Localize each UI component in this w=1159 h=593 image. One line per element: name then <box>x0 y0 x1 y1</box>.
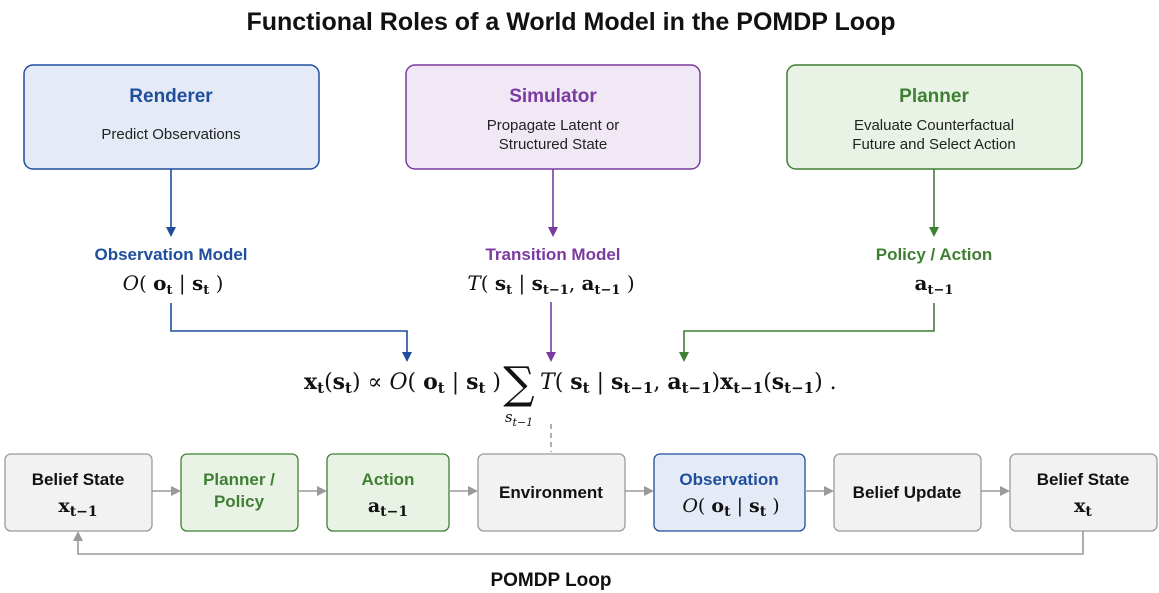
belief-update-label: Belief Update <box>853 483 962 502</box>
svg-text:st−1: st−1 <box>505 408 533 429</box>
loop-planner-policy: Planner / Policy <box>180 453 299 532</box>
planner-box: Planner Evaluate Counterfactual Future a… <box>786 64 1083 170</box>
sum-symbol: ∑ <box>503 358 534 409</box>
simulator-desc-line1: Propagate Latent or <box>487 117 620 134</box>
diagram-title: Functional Roles of a World Model in the… <box>246 8 895 36</box>
belief-prev-math: xt−1 <box>58 495 97 520</box>
renderer-box: Renderer Predict Observations <box>23 64 320 170</box>
loop-feedback-arrow <box>73 531 1084 555</box>
observation-model-label: Observation Model <box>94 245 247 264</box>
planner-desc-line1: Evaluate Counterfactual <box>854 117 1014 134</box>
renderer-desc: Predict Observations <box>101 126 240 143</box>
planner-title: Planner <box>899 86 969 107</box>
policy-to-equation-arrow <box>679 303 935 362</box>
loop-belief-state-next: Belief State xt <box>1009 453 1158 532</box>
action-label: Action <box>362 470 415 489</box>
loop-action: Action at−1 <box>326 453 450 532</box>
svg-text:xt(st) ∝ O( ot | st ): xt(st) ∝ O( ot | st ) <box>304 369 501 397</box>
planner-policy-line2: Policy <box>214 492 265 511</box>
belief-update-equation: xt(st) ∝ O( ot | st ) ∑ st−1 T( st | st−… <box>304 358 837 429</box>
loop-belief-state-prev: Belief State xt−1 <box>4 453 153 532</box>
belief-prev-label: Belief State <box>32 470 125 489</box>
renderer-title: Renderer <box>129 86 213 107</box>
loop-environment: Environment <box>477 453 626 532</box>
simulator-box: Simulator Propagate Latent or Structured… <box>405 64 701 170</box>
policy-action-label: Policy / Action <box>876 245 993 264</box>
loop-belief-update: Belief Update <box>833 453 982 532</box>
loop-observation: Observation O( ot | st ) <box>653 453 806 532</box>
policy-action-formula: at−1 <box>915 271 954 298</box>
environment-label: Environment <box>499 483 603 502</box>
observation-to-equation-arrow <box>170 303 412 362</box>
belief-next-math: xt <box>1074 495 1092 520</box>
action-math: at−1 <box>368 495 408 520</box>
belief-next-label: Belief State <box>1037 470 1130 489</box>
observation-label: Observation <box>679 470 778 489</box>
transition-model-label: Transition Model <box>485 245 620 264</box>
simulator-desc-line2: Structured State <box>499 136 607 153</box>
planner-desc-line2: Future and Select Action <box>852 136 1015 153</box>
planner-policy-line1: Planner / <box>203 470 275 489</box>
observation-math: O( ot | st ) <box>682 495 779 520</box>
observation-model-formula: O( ot | st ) <box>123 271 224 298</box>
svg-text:T( st | st−1, at−1)xt−1(st−1): T( st | st−1, at−1)xt−1(st−1) . <box>540 369 837 397</box>
transition-model-formula: T( st | st−1, at−1 ) <box>467 271 634 298</box>
simulator-title: Simulator <box>509 86 597 107</box>
pomdp-loop-caption: POMDP Loop <box>490 570 611 591</box>
